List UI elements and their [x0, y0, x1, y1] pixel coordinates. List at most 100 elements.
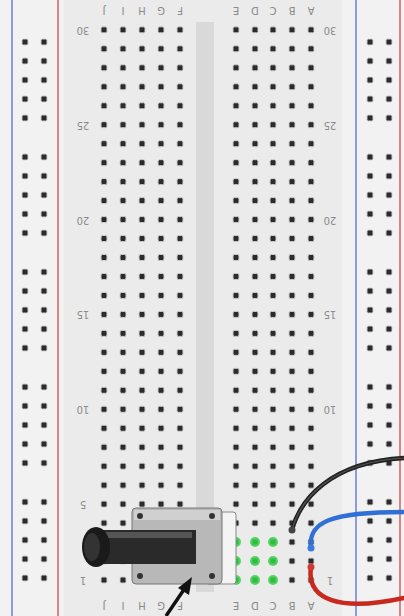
- column-letter: I: [122, 600, 125, 610]
- column-letter: A: [308, 5, 315, 15]
- hole: [22, 384, 28, 390]
- wire-end: [308, 545, 315, 552]
- hole: [139, 198, 145, 204]
- hole: [386, 173, 392, 179]
- hole: [22, 96, 28, 102]
- hole: [308, 236, 314, 242]
- hole: [289, 179, 295, 185]
- hole: [158, 425, 164, 431]
- hole: [233, 330, 239, 336]
- hole: [252, 141, 258, 147]
- hole: [41, 307, 47, 313]
- pot-knob: [82, 527, 110, 567]
- hole: [101, 122, 107, 128]
- hole: [367, 518, 373, 524]
- hole: [289, 198, 295, 204]
- hole: [41, 518, 47, 524]
- hole: [158, 273, 164, 279]
- hole: [367, 384, 373, 390]
- hole: [22, 326, 28, 332]
- hole: [252, 46, 258, 52]
- hole: [252, 273, 258, 279]
- hole: [289, 46, 295, 52]
- hole: [270, 520, 276, 526]
- hole: [270, 217, 276, 223]
- hole: [386, 39, 392, 45]
- hole: [270, 141, 276, 147]
- hole: [270, 501, 276, 507]
- hole: [386, 575, 392, 581]
- hole: [41, 556, 47, 562]
- hole: [367, 403, 373, 409]
- black-wire-highlight: [292, 458, 404, 530]
- hole-grid: [22, 27, 392, 583]
- column-letter: A: [308, 600, 315, 610]
- hole: [41, 326, 47, 332]
- hole: [22, 460, 28, 466]
- hole: [101, 463, 107, 469]
- hole: [233, 141, 239, 147]
- hole: [41, 460, 47, 466]
- hole: [289, 65, 295, 71]
- hole: [139, 236, 145, 242]
- hole: [270, 122, 276, 128]
- column-letter: F: [177, 5, 183, 15]
- hole: [367, 499, 373, 505]
- hole: [289, 311, 295, 317]
- terminal-area: [64, 0, 342, 616]
- hole: [386, 96, 392, 102]
- hole: [41, 211, 47, 217]
- hole: [289, 463, 295, 469]
- hole: [289, 330, 295, 336]
- hole: [177, 179, 183, 185]
- hole: [308, 198, 314, 204]
- hole: [308, 558, 314, 564]
- hole: [177, 368, 183, 374]
- hole: [289, 425, 295, 431]
- hole: [386, 537, 392, 543]
- hole: [177, 273, 183, 279]
- hole: [289, 217, 295, 223]
- hole: [158, 217, 164, 223]
- hole: [367, 230, 373, 236]
- hole: [139, 292, 145, 298]
- column-letter: G: [157, 600, 165, 610]
- hole: [177, 141, 183, 147]
- hole: [101, 255, 107, 261]
- hole: [308, 179, 314, 185]
- hole: [101, 311, 107, 317]
- hole: [289, 406, 295, 412]
- hole: [289, 160, 295, 166]
- hole: [158, 444, 164, 450]
- column-letter: E: [233, 600, 239, 610]
- hole: [386, 326, 392, 332]
- hole: [289, 368, 295, 374]
- hole: [158, 368, 164, 374]
- hole: [252, 444, 258, 450]
- hole: [177, 330, 183, 336]
- hole: [158, 103, 164, 109]
- hole: [270, 292, 276, 298]
- hole: [308, 463, 314, 469]
- blue-wire: [311, 512, 404, 548]
- hole: [22, 307, 28, 313]
- hole: [120, 387, 126, 393]
- hole: [289, 482, 295, 488]
- hole: [101, 482, 107, 488]
- column-letter: C: [270, 5, 277, 15]
- hole: [139, 501, 145, 507]
- hole: [120, 273, 126, 279]
- hole: [270, 444, 276, 450]
- column-letter: D: [251, 600, 259, 610]
- connected-hole: [250, 575, 260, 585]
- wire-end: [289, 527, 296, 534]
- hole: [41, 230, 47, 236]
- hole: [139, 425, 145, 431]
- hole: [270, 349, 276, 355]
- hole: [252, 198, 258, 204]
- hole: [308, 160, 314, 166]
- hole: [386, 154, 392, 160]
- hole: [41, 269, 47, 275]
